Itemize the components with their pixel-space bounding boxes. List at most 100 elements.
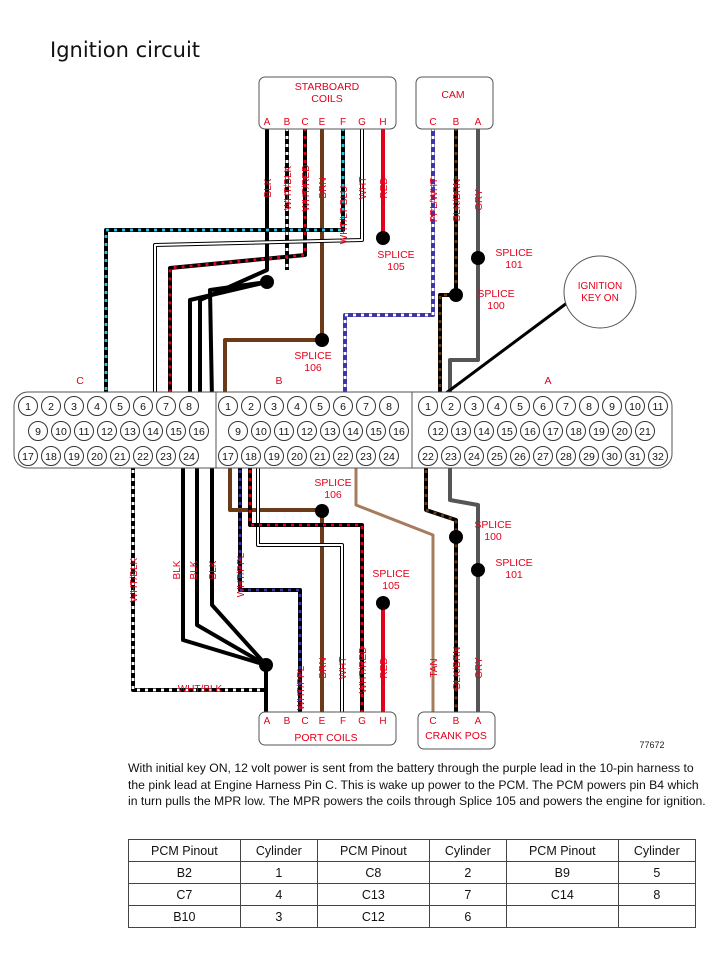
pcm-pin <box>87 396 107 416</box>
table-header-cell: Cylinder <box>239 839 318 862</box>
pcm-pin-number: 5 <box>117 401 123 413</box>
wire-wht-blk-bottom-stripe <box>131 430 268 692</box>
wire-ignition-key <box>429 295 576 407</box>
pcm-pin-number: 12 <box>432 426 444 438</box>
wires <box>104 128 576 712</box>
pcm-pin-number: 8 <box>586 401 592 413</box>
pcm-pin <box>274 421 294 441</box>
pcm-pin-number: 10 <box>255 426 267 438</box>
table-cell: 8 <box>617 883 697 906</box>
cam-pin-letter: A <box>475 117 482 128</box>
wire-wht-bottom-inner <box>257 430 343 712</box>
table-cell: 4 <box>239 883 318 906</box>
pcm-pin <box>156 446 176 466</box>
pcm-pin-number: 5 <box>517 401 523 413</box>
pcm-pin <box>497 421 517 441</box>
pcm-pin <box>120 421 140 441</box>
pcm-pin <box>366 421 386 441</box>
crank-pin-letter: C <box>429 716 436 727</box>
pcm-pin <box>379 396 399 416</box>
wire-blk-branch-2 <box>208 280 268 401</box>
table-cell: B10 <box>128 905 241 928</box>
pcm-pin <box>218 396 238 416</box>
pcm-pin-number: 12 <box>101 426 113 438</box>
pcm-pin <box>251 421 271 441</box>
connector-boxes <box>13 76 673 750</box>
splice-blk-bottom-dot <box>259 658 273 672</box>
pcm-pin <box>487 396 507 416</box>
table-header-cell: PCM Pinout <box>128 839 241 862</box>
table-cell: B2 <box>128 861 241 884</box>
wire-color-label: BLK <box>172 560 183 579</box>
pcm-pin <box>451 421 471 441</box>
pcm-pin-number: 4 <box>294 401 300 413</box>
wire-blk-bottom-3 <box>210 430 268 667</box>
port-pin-letter: B <box>284 716 291 727</box>
pcm-pin <box>625 446 645 466</box>
wire-color-label: WHT/PPL <box>236 552 247 597</box>
pcm-pin <box>533 396 553 416</box>
pcm-pin <box>143 421 163 441</box>
pcm-pin <box>474 421 494 441</box>
wire-color-label: BRN <box>318 657 329 678</box>
pcm-pin <box>520 421 540 441</box>
pcm-pin-number: 9 <box>235 426 241 438</box>
crank-pos-label: CRANK POS <box>425 730 487 742</box>
pcm-pin <box>64 396 84 416</box>
starboard-pin-letter: C <box>301 117 308 128</box>
pcm-pin <box>41 396 61 416</box>
pcm-pin <box>241 446 261 466</box>
pcm-pin <box>635 421 655 441</box>
table-cell: 7 <box>428 883 507 906</box>
figure-number: 77672 <box>639 740 664 750</box>
pcm-pin <box>133 396 153 416</box>
pcm-pin-number: 17 <box>547 426 559 438</box>
pcm-pin <box>97 421 117 441</box>
crank-pin-letter: A <box>475 716 482 727</box>
pcm-pin <box>510 446 530 466</box>
splice-label: SPLICE <box>377 249 414 261</box>
wire-lt-blu-top-stripe <box>104 128 345 400</box>
pcm-pin-number: 32 <box>652 451 664 463</box>
pcm-pin-number: 8 <box>386 401 392 413</box>
wire-blk-bottom-2 <box>195 430 268 667</box>
cam-connector <box>415 76 494 130</box>
pcm-pin <box>74 421 94 441</box>
pcm-section-label: B <box>275 375 282 387</box>
table-cell: 2 <box>428 861 507 884</box>
pcm-pin-number: 18 <box>45 451 57 463</box>
pcm-pin-number: 14 <box>147 426 159 438</box>
starboard-pin-letter: H <box>379 117 386 128</box>
pcm-pin-number: 9 <box>35 426 41 438</box>
pcm-pin-number: 16 <box>524 426 536 438</box>
wire-color-label: PPL/WHT <box>429 178 440 222</box>
pcm-pin <box>179 446 199 466</box>
pcm-pin-number: 21 <box>314 451 326 463</box>
ignition-key-label: KEY ON <box>581 293 619 304</box>
pcm-pin-number: 13 <box>455 426 467 438</box>
port-pin-letter: C <box>301 716 308 727</box>
pcm-pin-number: 10 <box>55 426 67 438</box>
pcm-pin-number: 2 <box>448 401 454 413</box>
pcm-pin <box>543 421 563 441</box>
starboard-coils-label: STARBOARD <box>295 81 360 93</box>
splice-label: SPLICE <box>372 568 409 580</box>
pcm-pin-number: 7 <box>563 401 569 413</box>
pcm-pin-number: 5 <box>317 401 323 413</box>
port-pin-letter: H <box>379 716 386 727</box>
cam-pin-letter: B <box>453 117 460 128</box>
ignition-key-label: IGNITION <box>578 281 622 292</box>
splice-106-top-dot <box>315 333 329 347</box>
wire-blk-branch-1 <box>188 280 268 400</box>
pcm-pin-number: 7 <box>363 401 369 413</box>
pcm-pin <box>356 396 376 416</box>
splice-label: SPLICE <box>474 519 511 531</box>
wire-color-label: WHT <box>358 177 369 200</box>
pcm-pin <box>166 421 186 441</box>
table-header-cell: Cylinder <box>428 839 507 862</box>
pcm-pin-number: 3 <box>471 401 477 413</box>
